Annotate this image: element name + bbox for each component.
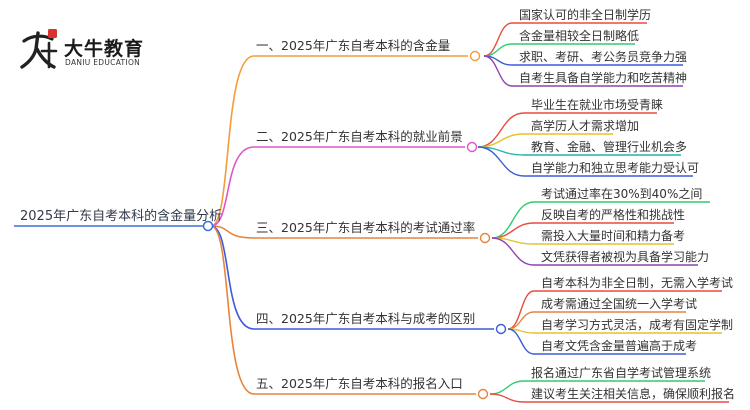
branch-5-leaf-1-connector xyxy=(489,380,525,395)
branch-5-connector xyxy=(210,225,255,395)
branch-1-leaf-3: 求职、考研、考公务员竞争力强 xyxy=(519,50,688,64)
branch-3-leaf-1: 考试通过率在30%到40%之间 xyxy=(541,187,703,201)
branch-4-connector xyxy=(210,225,255,330)
branch-1-connector xyxy=(210,55,255,227)
branch-2-leaf-4-connector xyxy=(477,146,525,177)
branch-1-leaf-2: 含金量相较全日制略低 xyxy=(519,29,640,43)
branch-4-node xyxy=(495,323,507,335)
branch-3-leaf-2-connector xyxy=(491,222,535,239)
root-topic: 2025年广东自考本科的含金量分析 xyxy=(20,209,223,224)
branch-1-leaf-1: 国家认可的非全日制学历 xyxy=(519,8,652,22)
branch-5-leaf-1: 报名通过广东省自学考试管理系统 xyxy=(531,366,712,380)
branch-4-leaf-1-connector xyxy=(507,290,535,330)
branch-4-leaf-4-connector xyxy=(507,328,535,355)
branch-2-leaf-2-connector xyxy=(477,133,525,148)
branch-1-leaf-4: 自考生具备自学能力和吃苦精神 xyxy=(519,71,688,85)
branch-3-leaf-4-connector xyxy=(491,237,535,266)
branch-2-connector xyxy=(210,146,255,227)
branch-3-node xyxy=(479,232,491,244)
branch-1-leaf-4-connector xyxy=(483,55,513,87)
branch-1-label: 一、2025年广东自考本科的含金量 xyxy=(256,38,451,53)
brand-logo: 大牛教育 DANIU EDUCATION xyxy=(18,27,178,73)
branch-5-leaf-2: 建议考生关注相关信息，确保顺利报名 xyxy=(531,387,736,401)
brand-name: 大牛教育 xyxy=(64,38,145,60)
root-node xyxy=(202,220,214,232)
branch-4-leaf-2-connector xyxy=(507,311,535,330)
branch-5-label: 五、2025年广东自考本科的报名入口 xyxy=(256,376,463,391)
branch-2-leaf-3: 教育、金融、管理行业机会多 xyxy=(531,140,688,154)
branch-3-connector xyxy=(210,225,255,239)
branch-4-leaf-3: 自考学习方式灵活，成考有固定学制 xyxy=(541,318,734,332)
branch-3-leaf-2: 反映自考的严格性和挑战性 xyxy=(541,208,686,222)
branch-2-leaf-1: 毕业生在就业市场受青睐 xyxy=(531,98,664,112)
branch-3-leaf-1-connector xyxy=(491,201,535,239)
branch-1-node xyxy=(469,50,481,62)
daniu-logo-icon xyxy=(20,29,58,69)
branch-2-leaf-4: 自学能力和独立思考能力受认可 xyxy=(531,161,700,175)
branch-3-label: 三、2025年广东自考本科的考试通过率 xyxy=(256,220,476,235)
branch-4-leaf-1: 自考本科为非全日制，无需入学考试 xyxy=(541,276,734,290)
branch-2-leaf-1-connector xyxy=(477,112,525,148)
branch-5-node xyxy=(477,388,489,400)
branch-4-label: 四、2025年广东自考本科与成考的区别 xyxy=(256,311,476,326)
branch-4-leaf-2: 成考需通过全国统一入学考试 xyxy=(541,297,698,311)
branch-1-leaf-1-connector xyxy=(483,22,513,57)
branch-5-leaf-2-connector xyxy=(489,393,525,403)
brand-subtitle: DANIU EDUCATION xyxy=(65,58,141,67)
branch-4-leaf-4: 自考文凭含金量普遍高于成考 xyxy=(541,339,698,353)
branch-2-node xyxy=(466,141,478,153)
branch-3-leaf-4: 文凭获得者被视为具备学习能力 xyxy=(541,250,710,264)
branch-2-label: 二、2025年广东自考本科的就业前景 xyxy=(256,129,463,144)
branch-2-leaf-2: 高学历人才需求增加 xyxy=(531,119,640,133)
branch-3-leaf-3: 需投入大量时间和精力备考 xyxy=(541,229,686,243)
